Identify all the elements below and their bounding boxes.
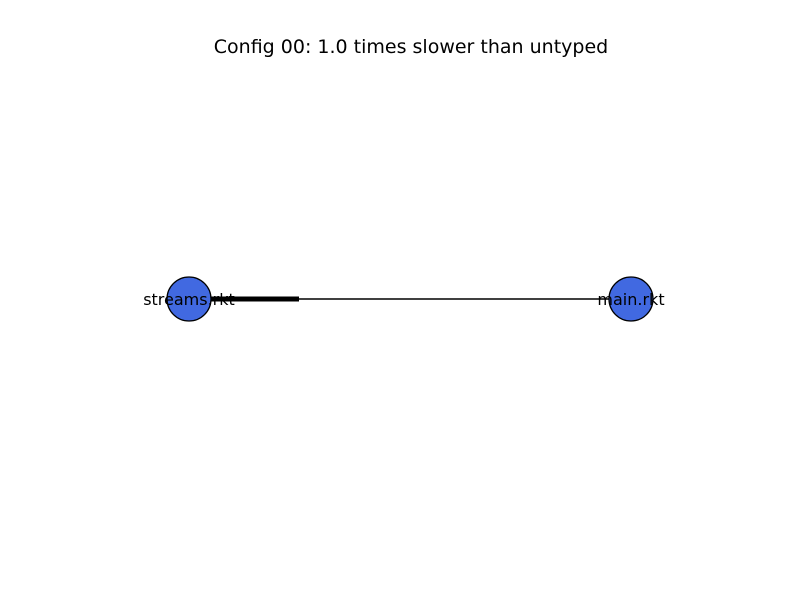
diagram-title: Config 00: 1.0 times slower than untyped	[214, 36, 608, 58]
node-streams-circle	[166, 276, 212, 322]
node-streams: streams.rkt	[143, 276, 235, 322]
node-main-label: main.rkt	[597, 290, 664, 309]
node-main: main.rkt	[597, 276, 665, 322]
node-streams-label: streams.rkt	[143, 290, 235, 309]
node-main-circle	[608, 276, 654, 322]
